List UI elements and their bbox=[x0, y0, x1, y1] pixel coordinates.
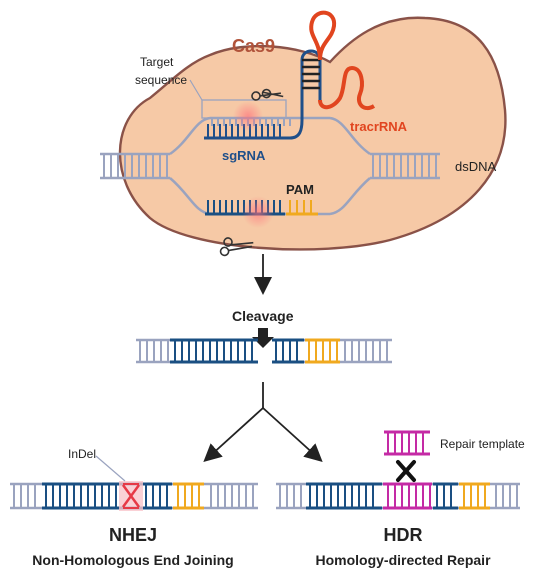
tracrrna-hairpin bbox=[309, 10, 376, 111]
target-sequence-label-line2: sequence bbox=[135, 73, 187, 87]
pam-label: PAM bbox=[286, 182, 314, 197]
cut-site-glow-top bbox=[233, 101, 263, 131]
dsdna-label: dsDNA bbox=[455, 159, 497, 174]
cleaved-dna-right bbox=[272, 338, 392, 364]
repair-template bbox=[384, 430, 430, 456]
hdr-title: HDR bbox=[384, 525, 423, 545]
cross-icon bbox=[396, 460, 416, 482]
cleavage-arrow-icon bbox=[252, 328, 274, 348]
indel-mark bbox=[119, 481, 143, 511]
branch-arrows bbox=[203, 382, 323, 463]
scissors-icon-top bbox=[251, 88, 284, 101]
nhej-title: NHEJ bbox=[109, 525, 157, 545]
cleaved-dna-left bbox=[136, 338, 258, 364]
scissors-icon-bottom bbox=[219, 237, 254, 257]
sgrna-target-pairing bbox=[201, 99, 290, 140]
hdr-dna bbox=[276, 482, 520, 510]
nhej-subtitle: Non-Homologous End Joining bbox=[32, 552, 233, 568]
cas9-protein bbox=[118, 16, 507, 251]
indel-leader bbox=[95, 455, 126, 482]
hdr-subtitle: Homology-directed Repair bbox=[315, 552, 491, 568]
target-sequence-leader bbox=[189, 79, 203, 101]
indel-label: InDel bbox=[68, 447, 96, 461]
cut-site-glow-bottom bbox=[242, 196, 274, 228]
tracrrna-label: tracrRNA bbox=[350, 119, 408, 134]
bottom-strand bbox=[205, 196, 330, 228]
target-sequence-label-line1: Target bbox=[140, 55, 174, 69]
dsdna-right bbox=[329, 116, 440, 216]
cas9-label: Cas9 bbox=[232, 36, 275, 56]
cleavage-label: Cleavage bbox=[232, 308, 294, 324]
repair-template-label: Repair template bbox=[440, 437, 525, 451]
nhej-dna bbox=[10, 482, 258, 510]
sgrna-label: sgRNA bbox=[222, 148, 266, 163]
